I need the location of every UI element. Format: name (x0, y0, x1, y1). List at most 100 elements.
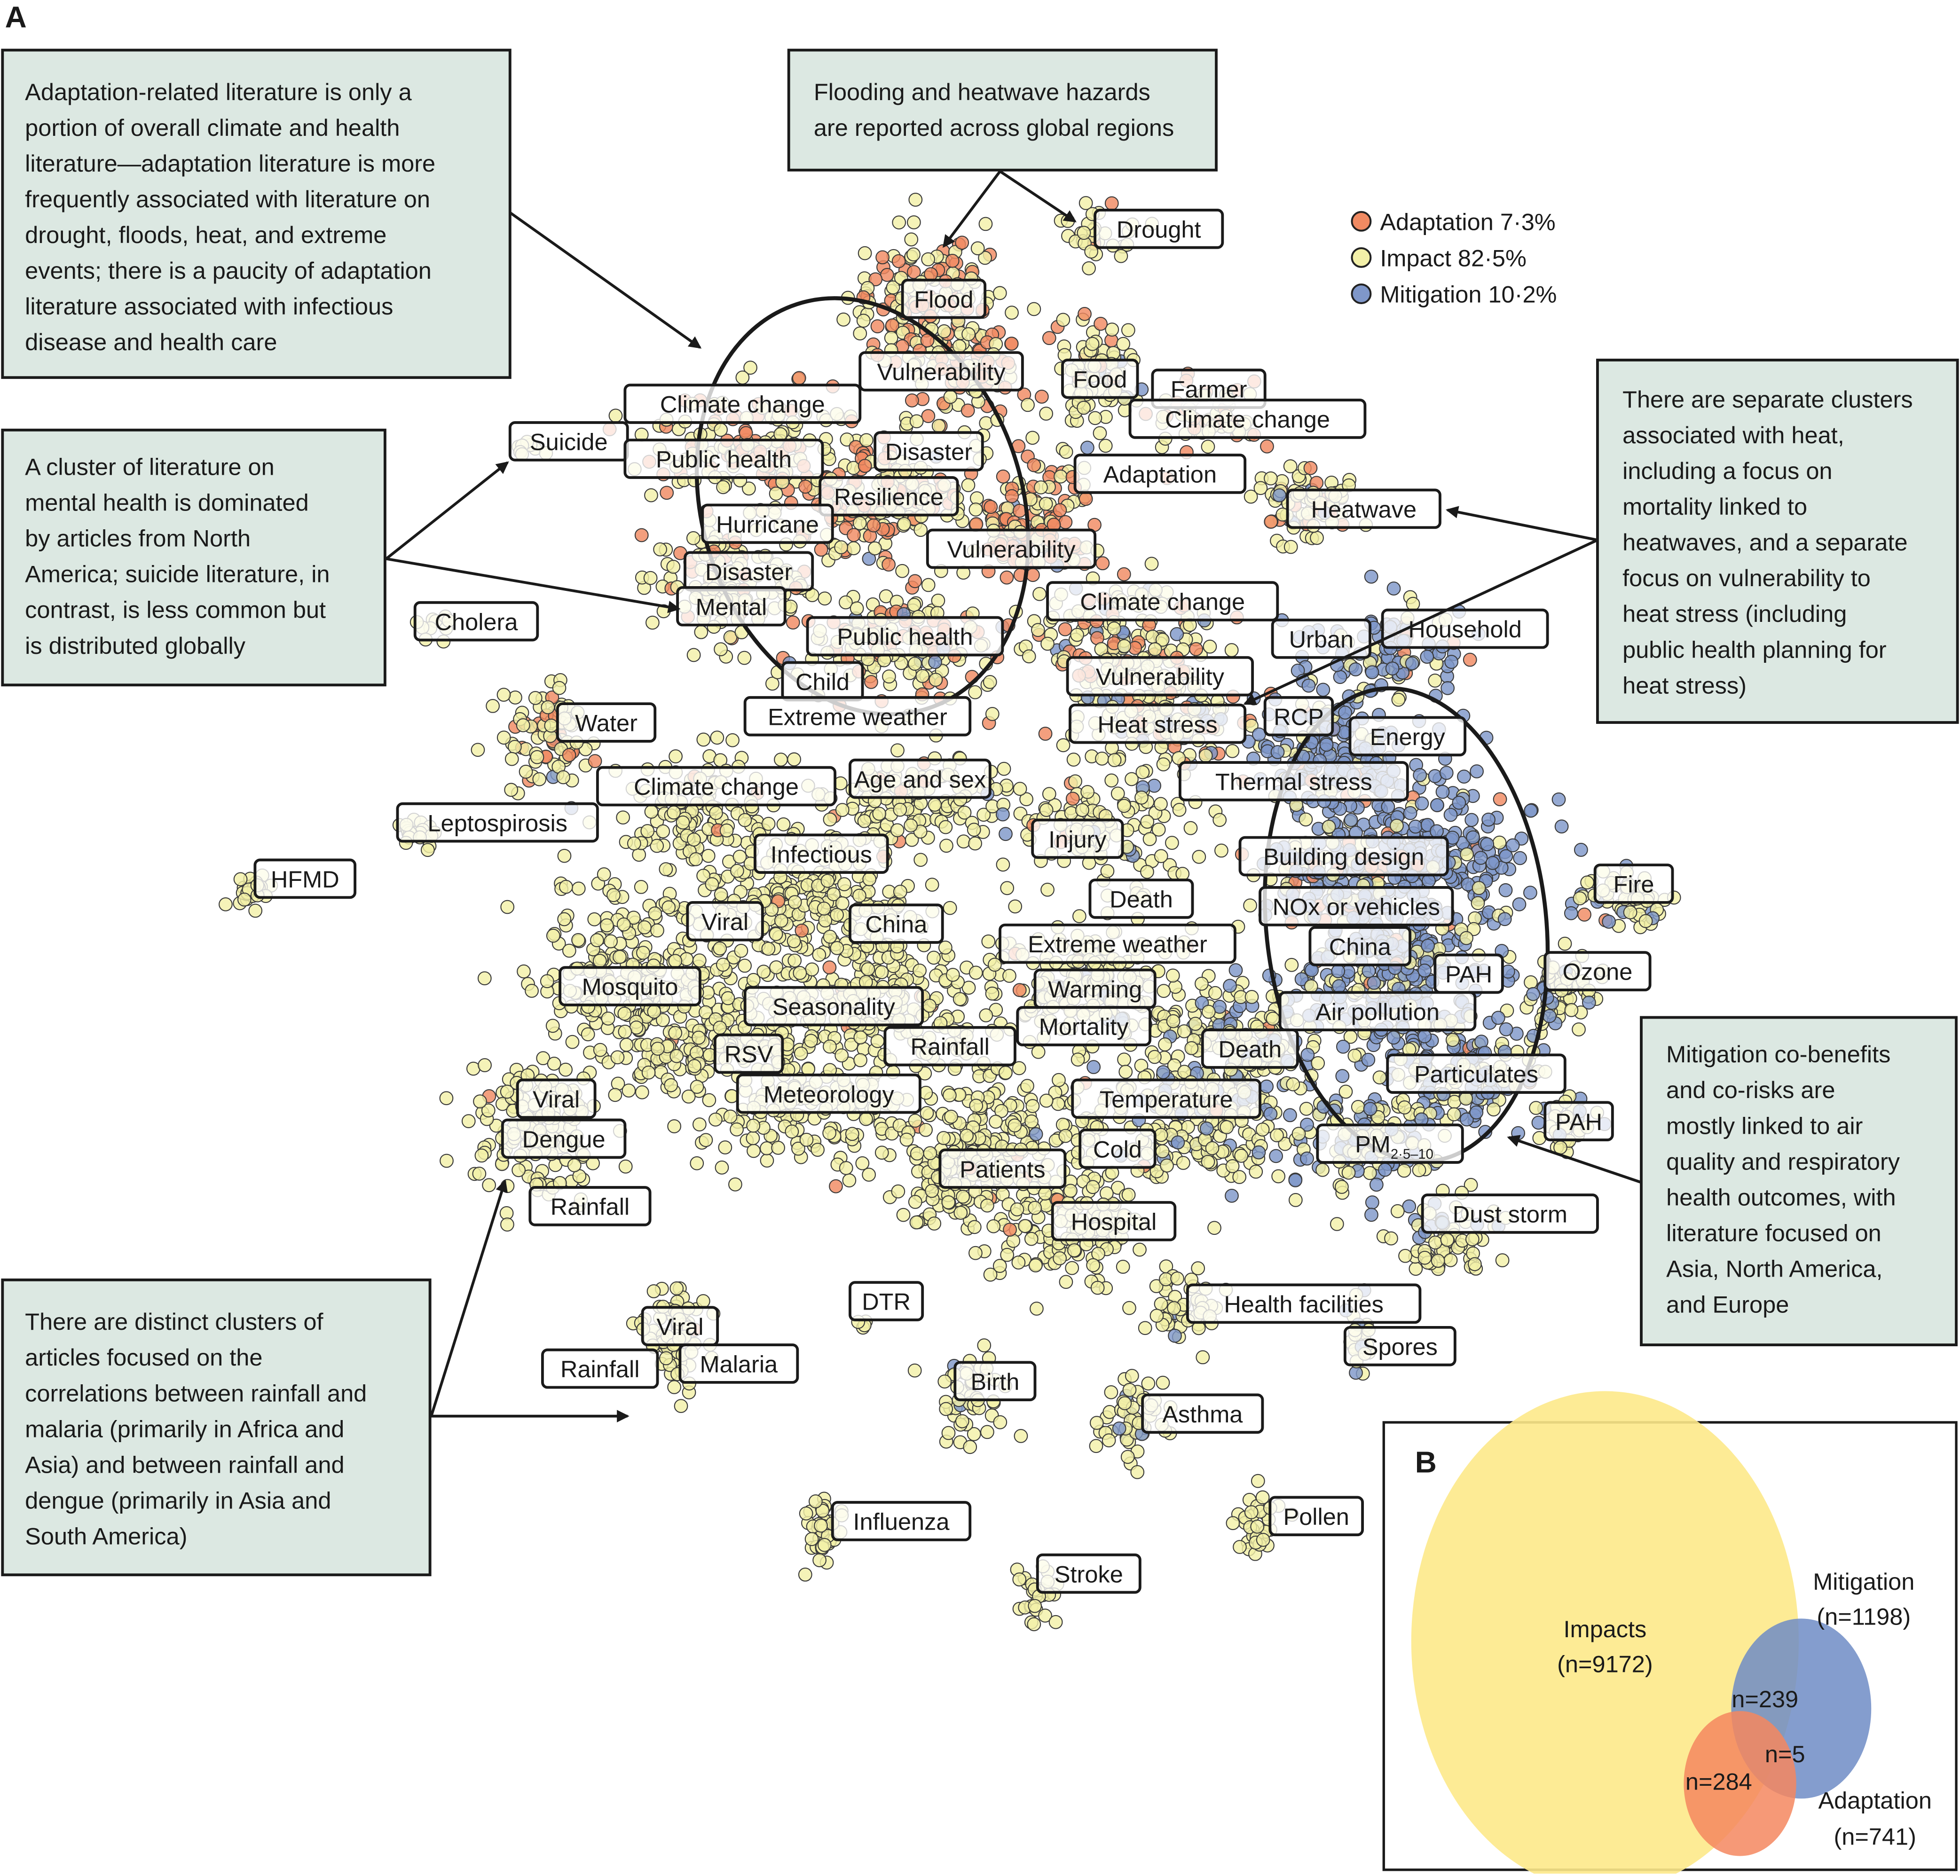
mitigation-point (1513, 851, 1527, 865)
impact-point (1271, 1169, 1286, 1184)
impact-point (599, 918, 614, 933)
impact-point (687, 832, 701, 847)
impact-point (1472, 881, 1486, 895)
impact-point (850, 601, 864, 616)
impact-point (532, 772, 547, 786)
adaptation-point (1058, 622, 1072, 636)
impact-point (716, 480, 731, 495)
impact-point (805, 962, 819, 977)
adaptation-point (882, 557, 896, 572)
impact-point (601, 1011, 615, 1026)
impact-point (978, 251, 992, 265)
impact-point (669, 749, 683, 763)
impact-point (461, 1114, 476, 1129)
impact-point (747, 1144, 761, 1158)
impact-point (709, 806, 723, 820)
mitigation-point (1365, 1195, 1379, 1209)
impact-point (1266, 1012, 1280, 1026)
mitigation-point (1171, 1135, 1185, 1150)
mitigation-point (1512, 897, 1527, 911)
impact-point (1084, 244, 1099, 259)
impact-point (1487, 1102, 1501, 1117)
impact-point (530, 750, 544, 764)
mitigation-point (1364, 569, 1378, 584)
impact-point (853, 326, 867, 341)
impact-point (1220, 1120, 1234, 1134)
impact-point (938, 820, 953, 834)
impact-point (702, 1093, 716, 1107)
impact-point (471, 743, 485, 757)
impact-point (557, 912, 572, 926)
mitigation-point (1156, 1065, 1171, 1079)
impact-point (970, 241, 985, 256)
impact-point (1188, 1017, 1203, 1031)
impact-point (1025, 1099, 1040, 1113)
mitigation-point (996, 807, 1010, 822)
mitigation-point (1452, 795, 1466, 810)
adaptation-point (875, 250, 890, 265)
impact-point (771, 1140, 785, 1155)
impact-point (857, 814, 872, 828)
mitigation-point (1498, 883, 1513, 897)
impact-point (945, 967, 960, 982)
impact-point (590, 933, 604, 948)
impact-point (714, 642, 728, 657)
impact-point (690, 1156, 704, 1170)
mitigation-point (1440, 681, 1455, 695)
adaptation-point (1303, 461, 1318, 475)
impact-point (830, 941, 844, 955)
mitigation-point (1430, 798, 1444, 812)
impact-point (664, 1078, 678, 1092)
impact-point (1165, 836, 1179, 850)
impact-point (1391, 692, 1406, 707)
mitigation-point (1386, 1030, 1401, 1045)
impact-point (692, 1030, 706, 1045)
impact-point (1168, 980, 1182, 994)
impact-point (874, 965, 889, 980)
adaptation-point (868, 272, 883, 287)
impact-point (906, 247, 921, 262)
mitigation-point (1524, 803, 1538, 818)
adaptation-point (829, 1179, 843, 1193)
impact-point (420, 843, 435, 857)
adaptation-point (1264, 515, 1278, 529)
impact-point (1056, 738, 1071, 753)
impact-point (1148, 1050, 1162, 1064)
impact-point (512, 1163, 526, 1177)
adaptation-point (798, 479, 812, 494)
impact-point (818, 913, 833, 928)
impact-point (787, 895, 802, 909)
impact-point (1286, 1077, 1300, 1091)
impact-point (870, 1034, 885, 1048)
impact-point (1255, 1122, 1270, 1137)
impact-point (853, 1030, 868, 1044)
impact-point (692, 953, 707, 968)
impact-point (913, 853, 928, 867)
impact-point (1042, 787, 1056, 801)
impact-point (836, 312, 851, 327)
impact-point (737, 651, 752, 665)
impact-point (659, 862, 673, 877)
impact-point (1020, 1079, 1034, 1093)
impact-point (922, 998, 937, 1013)
mitigation-point (1417, 1029, 1432, 1044)
impact-point (1284, 958, 1299, 972)
impact-point (472, 1166, 487, 1181)
impact-point (961, 327, 976, 341)
impact-point (939, 839, 953, 853)
impact-point (1056, 313, 1071, 327)
impact-point (482, 1178, 496, 1193)
impact-point (1529, 1101, 1543, 1115)
impact-point (1039, 1093, 1054, 1108)
impact-point (616, 810, 630, 824)
adaptation-point (1189, 642, 1204, 656)
adaptation-point (1094, 316, 1108, 331)
impact-point (1078, 196, 1093, 210)
impact-point (1201, 1005, 1216, 1019)
impact-point (705, 877, 719, 891)
impact-point (1406, 597, 1420, 611)
mitigation-point (1086, 1060, 1101, 1074)
impact-point (760, 1154, 774, 1168)
impact-point (1013, 782, 1027, 796)
adaptation-point (1038, 727, 1053, 741)
